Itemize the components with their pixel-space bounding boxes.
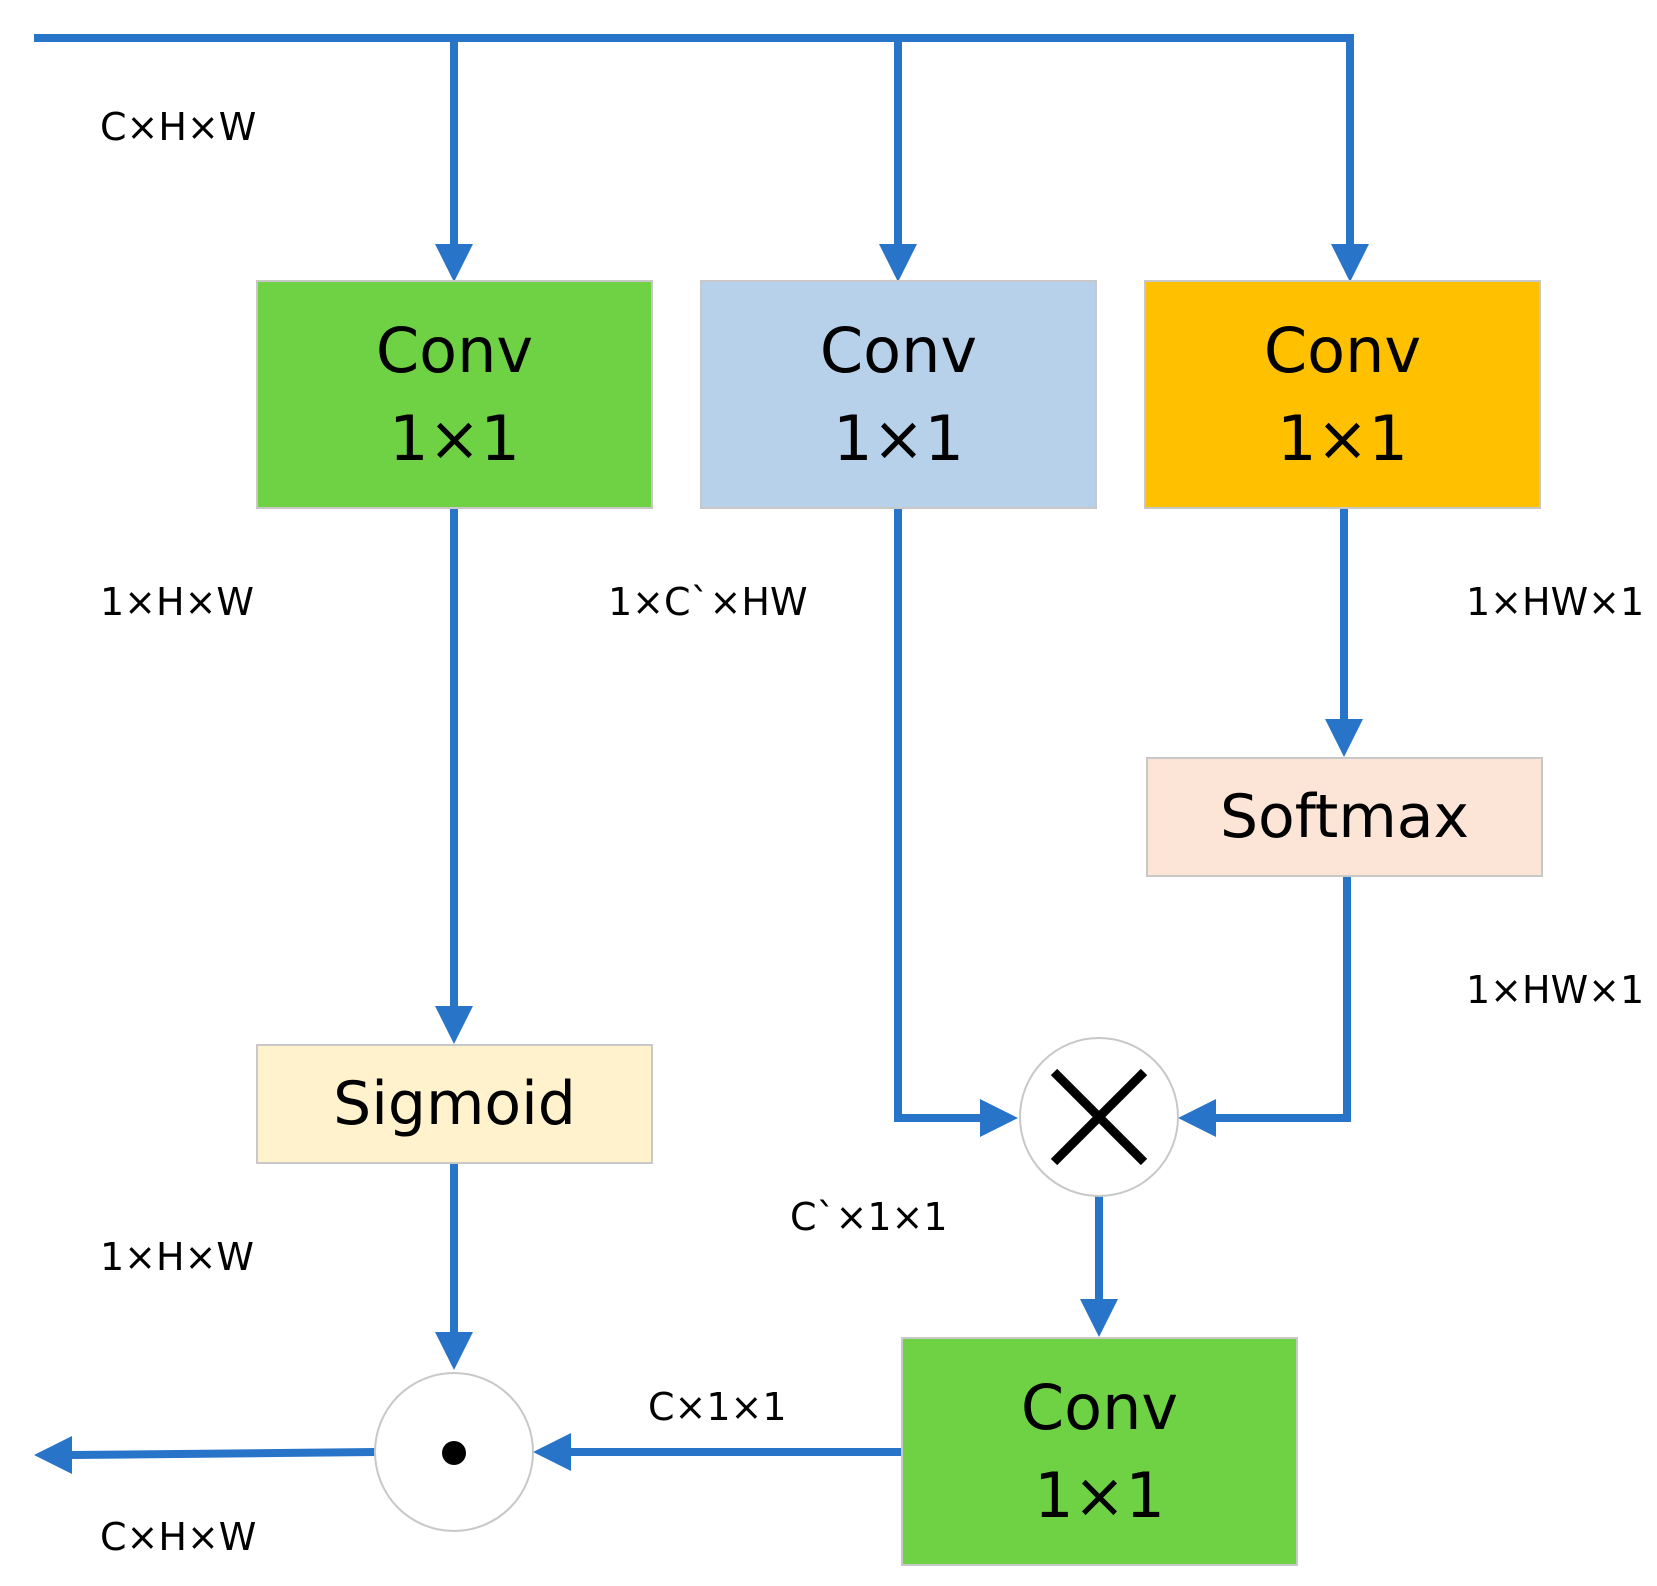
label-right-after-softmax: 1×HW×1 bbox=[1466, 968, 1645, 1012]
conv-block-bottom: Conv 1×1 bbox=[901, 1337, 1298, 1566]
conv-left-title: Conv bbox=[375, 313, 534, 387]
conv-right-kernel: 1×1 bbox=[1277, 401, 1408, 475]
conv-mid-title: Conv bbox=[819, 313, 978, 387]
sigmoid-label: Sigmoid bbox=[333, 1069, 576, 1139]
label-mid-after-conv: 1×C`×HW bbox=[608, 580, 808, 624]
sigmoid-block: Sigmoid bbox=[256, 1044, 653, 1164]
arrowhead-product-top bbox=[435, 1332, 473, 1370]
conv-block-middle: Conv 1×1 bbox=[700, 280, 1097, 509]
conv-right-title: Conv bbox=[1263, 313, 1422, 387]
softmax-label: Softmax bbox=[1219, 782, 1470, 852]
arrowhead-multiply-left bbox=[980, 1099, 1018, 1137]
conv-bottom-title: Conv bbox=[1020, 1370, 1179, 1444]
conv-mid-kernel: 1×1 bbox=[833, 401, 964, 475]
label-left-after-conv: 1×H×W bbox=[100, 580, 255, 624]
label-left-after-sigmoid: 1×H×W bbox=[100, 1235, 255, 1279]
multiply-cross-stroke-b bbox=[1050, 1068, 1148, 1166]
label-after-bottom-conv: C×1×1 bbox=[648, 1385, 787, 1429]
arrow-conv-mid-to-multiply bbox=[894, 505, 982, 1122]
arrowhead-output bbox=[34, 1436, 72, 1474]
softmax-block: Softmax bbox=[1146, 757, 1543, 877]
label-after-multiply: C`×1×1 bbox=[790, 1195, 948, 1239]
label-output-shape: C×H×W bbox=[100, 1515, 257, 1559]
arrowhead-product-right bbox=[533, 1433, 571, 1471]
conv-block-right: Conv 1×1 bbox=[1144, 280, 1541, 509]
arrowhead-conv-bottom bbox=[1080, 1299, 1118, 1337]
arrowhead-softmax bbox=[1325, 719, 1363, 757]
conv-left-kernel: 1×1 bbox=[389, 401, 520, 475]
elementwise-product-dot bbox=[442, 1441, 466, 1465]
arrowhead-sigmoid bbox=[435, 1006, 473, 1044]
arrowhead-conv-right bbox=[1331, 244, 1369, 282]
arrow-product-to-output bbox=[71, 1448, 377, 1459]
conv-bottom-kernel: 1×1 bbox=[1034, 1458, 1165, 1532]
arrow-softmax-to-multiply bbox=[1214, 873, 1351, 1122]
arrowhead-multiply-right bbox=[1178, 1099, 1216, 1137]
conv-block-left: Conv 1×1 bbox=[256, 280, 653, 509]
arrowhead-conv-left bbox=[435, 244, 473, 282]
arrowhead-conv-mid bbox=[879, 244, 917, 282]
label-input-shape: C×H×W bbox=[100, 105, 257, 149]
label-right-after-conv: 1×HW×1 bbox=[1466, 580, 1645, 624]
